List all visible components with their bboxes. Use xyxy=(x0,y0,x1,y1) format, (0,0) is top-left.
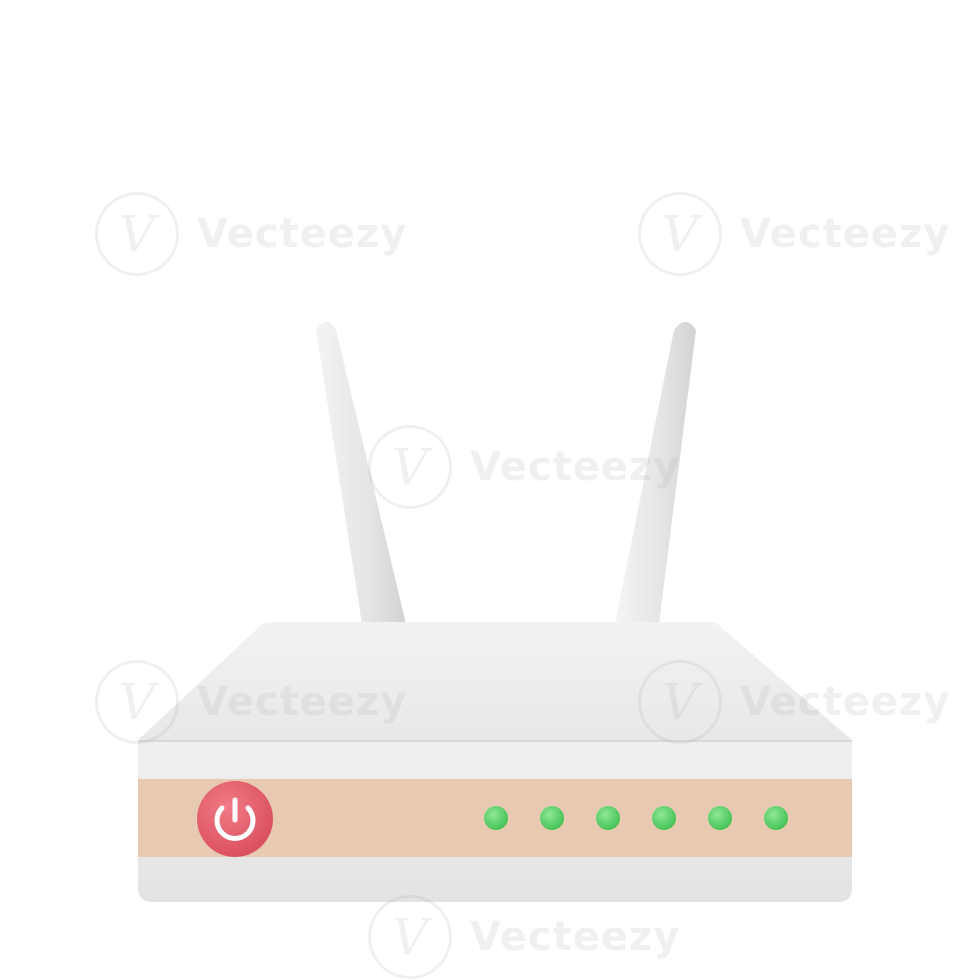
led-2 xyxy=(540,806,564,830)
left-antenna xyxy=(316,322,406,624)
led-3 xyxy=(596,806,620,830)
led-1 xyxy=(484,806,508,830)
status-leds xyxy=(484,806,788,830)
led-4 xyxy=(652,806,676,830)
router-top xyxy=(138,622,852,740)
power-button xyxy=(197,781,273,857)
led-6 xyxy=(764,806,788,830)
right-antenna xyxy=(615,322,696,624)
led-5 xyxy=(708,806,732,830)
power-icon xyxy=(214,797,256,841)
